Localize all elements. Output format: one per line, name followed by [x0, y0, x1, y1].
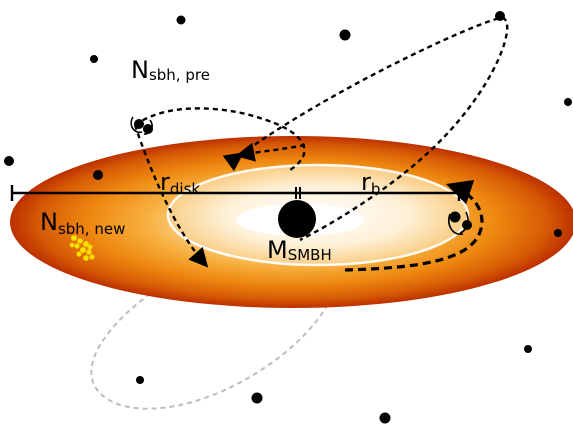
inclined-orbit-front — [222, 16, 509, 242]
disk-migration-orbit — [344, 179, 484, 272]
binary-black-hole-orbit — [130, 116, 153, 135]
smbh-circle — [278, 200, 316, 238]
field-black-holes — [4, 11, 572, 424]
label-n-sbh-pre: Nsbh, pre — [131, 56, 210, 84]
label-n-sbh-new: Nsbh, new — [40, 208, 125, 238]
background-orbit-back — [90, 261, 331, 410]
binary-black-hole-in-disk — [447, 211, 472, 235]
inclined-orbit-arrow-head — [235, 142, 306, 162]
label-r-disk: rdisk — [160, 168, 200, 198]
label-r-b: rb — [361, 168, 380, 198]
inclined-orbit-left — [134, 107, 306, 171]
label-m-smbh: MSMBH — [267, 236, 332, 264]
new-bh-cluster — [69, 234, 95, 261]
